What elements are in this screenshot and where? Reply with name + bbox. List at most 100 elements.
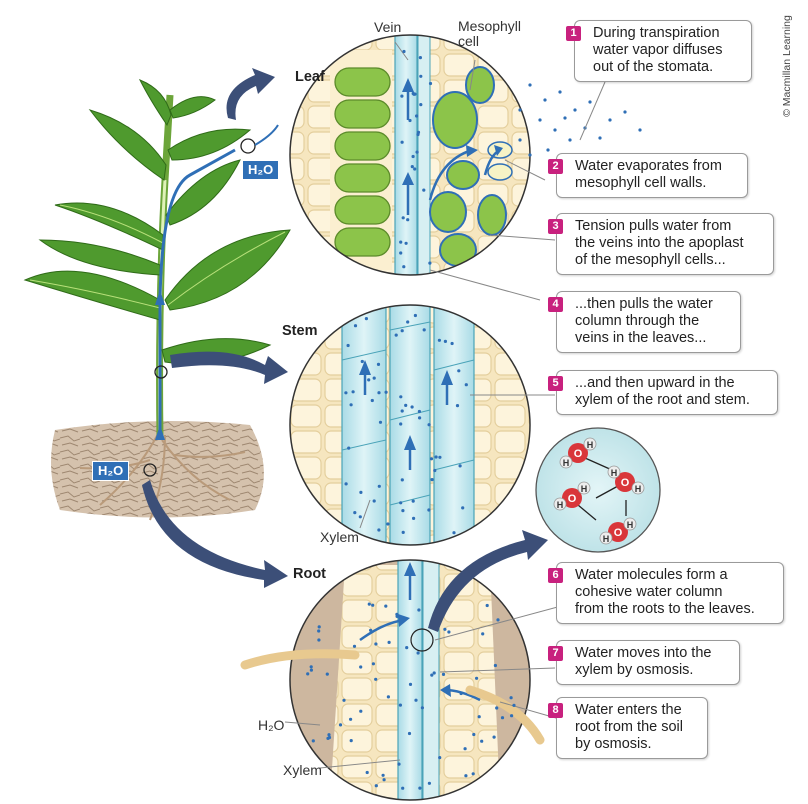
- water-dot: [422, 188, 426, 192]
- water-dot: [441, 672, 446, 677]
- step-badge: 8: [548, 703, 563, 718]
- water-dot: [386, 695, 390, 699]
- water-dot: [371, 662, 375, 666]
- oxygen-label: O: [621, 477, 630, 489]
- water-dot: [372, 376, 376, 380]
- water-dot: [374, 784, 378, 788]
- water-dot: [418, 56, 422, 60]
- water-dot: [372, 499, 376, 503]
- credit: © Macmillan Learning: [781, 15, 794, 117]
- h2o-leaf-badge: H₂O: [242, 160, 280, 180]
- water-dot: [408, 682, 413, 687]
- step-text: Water molecules form a cohesive water co…: [575, 567, 755, 617]
- water-dot: [399, 240, 403, 244]
- water-dot: [438, 756, 442, 760]
- section-stem: Stem: [282, 323, 318, 339]
- callout-5: 5 ...and then upward in the xylem of the…: [548, 370, 778, 415]
- water-dot: [412, 516, 416, 521]
- oxygen-label: O: [568, 493, 577, 505]
- water-dot: [427, 781, 431, 785]
- water-dot: [377, 391, 381, 395]
- water-dot: [317, 638, 321, 642]
- water-dot: [477, 715, 481, 719]
- water-dot: [367, 378, 371, 382]
- water-dot: [437, 338, 441, 342]
- water-dot: [402, 49, 406, 54]
- water-dot: [369, 628, 373, 632]
- step-text: Tension pulls water from the veins into …: [575, 218, 744, 268]
- water-dot: [309, 668, 313, 672]
- water-dot: [367, 602, 371, 606]
- water-dot: [413, 313, 417, 318]
- water-dot: [342, 698, 346, 702]
- step-badge: 2: [548, 159, 563, 174]
- water-dot: [395, 614, 399, 619]
- hydrogen-label: H: [603, 534, 610, 544]
- water-dot: [399, 422, 403, 426]
- water-dot: [407, 731, 412, 736]
- callout-6: 6 Water molecules form a cohesive water …: [548, 562, 784, 624]
- water-dot: [364, 317, 368, 321]
- callout-2: 2 Water evaporates from mesophyll cell w…: [548, 153, 748, 198]
- water-dot: [438, 455, 442, 459]
- water-dot: [433, 468, 437, 473]
- water-dot: [327, 735, 332, 740]
- water-dot: [400, 478, 404, 482]
- water-dot: [461, 506, 465, 510]
- step-badge: 5: [548, 376, 563, 391]
- water-dot: [398, 703, 402, 707]
- water-dot: [493, 663, 497, 668]
- step-badge: 1: [566, 26, 581, 41]
- callout-7: 7 Water moves into the xylem by osmosis.: [548, 640, 740, 685]
- section-root: Root: [293, 566, 327, 582]
- water-dot: [475, 676, 479, 680]
- step-text: Water moves into the xylem by osmosis.: [575, 645, 712, 678]
- water-dot: [450, 341, 454, 346]
- water-dot: [417, 409, 421, 414]
- water-dot: [400, 409, 404, 413]
- water-dot: [404, 241, 408, 245]
- step-badge: 7: [548, 646, 563, 661]
- water-dot: [452, 531, 456, 535]
- water-dot: [429, 457, 434, 461]
- water-dot: [399, 251, 403, 255]
- water-dot: [418, 786, 422, 790]
- hydrogen-label: H: [587, 440, 594, 450]
- water-dot: [512, 703, 516, 708]
- water-dot: [371, 603, 375, 607]
- water-dot: [347, 446, 351, 450]
- water-dot: [411, 154, 415, 159]
- water-dot: [400, 329, 404, 333]
- water-dot: [443, 627, 447, 631]
- water-dot: [399, 501, 403, 505]
- label-h2o-root: H₂O: [258, 717, 285, 733]
- water-dot: [485, 603, 489, 608]
- step-text: Water evaporates from mesophyll cell wal…: [575, 158, 722, 191]
- water-dot: [400, 94, 404, 98]
- hydrogen-label: H: [581, 484, 588, 494]
- water-dot: [306, 672, 310, 676]
- water-dot: [349, 717, 353, 721]
- water-dot: [365, 770, 369, 775]
- water-dot: [401, 509, 405, 513]
- water-dot: [402, 265, 406, 269]
- water-dot: [434, 455, 438, 459]
- callout-8: 8 Water enters the root from the soil by…: [548, 697, 708, 759]
- step-text: ...and then upward in the xylem of the r…: [575, 375, 750, 408]
- water-dot: [455, 404, 460, 408]
- water-dot: [463, 747, 467, 751]
- water-dot: [464, 383, 468, 387]
- water-dot: [309, 665, 313, 669]
- water-dot: [447, 630, 451, 634]
- water-dot: [417, 608, 421, 612]
- water-dot: [358, 515, 362, 519]
- label-xylem-root: Xylem: [283, 762, 322, 778]
- water-dot: [459, 691, 463, 696]
- water-dot: [406, 320, 410, 324]
- water-dot: [377, 484, 381, 488]
- water-dot: [410, 405, 414, 409]
- hydrogen-label: H: [627, 520, 634, 530]
- water-dot: [317, 625, 321, 629]
